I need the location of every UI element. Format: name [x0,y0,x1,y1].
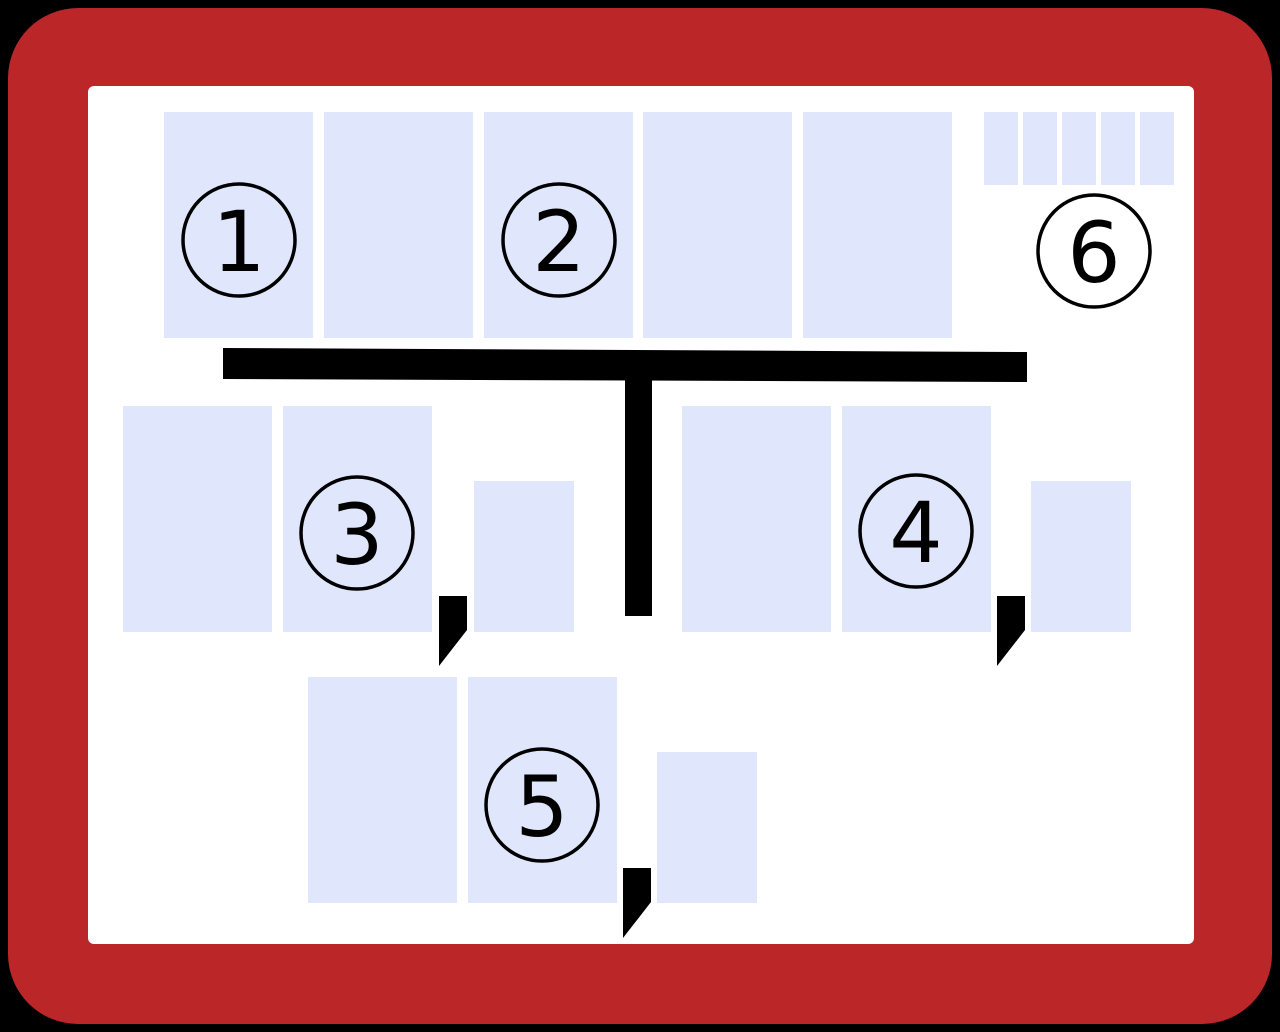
circled-number-1: 1 [181,182,297,298]
cell [682,406,831,632]
small-cell [1062,112,1096,185]
cell [324,112,473,338]
cell [164,112,313,338]
small-cell [1140,112,1174,185]
cell [468,677,617,903]
small-cell [1023,112,1057,185]
number-circle [858,473,974,589]
number-circle [181,182,297,298]
short-cell [657,752,757,903]
small-cell [1101,112,1135,185]
circled-number-6: 6 [1036,193,1152,309]
t-bar [223,348,1027,616]
number-circle [501,182,617,298]
number-circle [299,475,415,591]
cell [803,112,952,338]
number-circle [484,747,600,863]
short-cell [474,481,574,632]
t-bar-horizontal [223,348,1027,382]
comma-mark [997,596,1025,666]
number-circle [1036,193,1152,309]
short-cell [1031,481,1131,632]
number-label: 3 [330,486,383,584]
circled-number-2: 2 [501,182,617,298]
circled-number-3: 3 [299,475,415,591]
cell [842,406,991,632]
middle-left-group [123,406,574,632]
number-label: 4 [889,484,942,582]
cell [308,677,457,903]
number-label: 1 [212,193,265,291]
cell [484,112,633,338]
number-label: 6 [1067,204,1120,302]
t-bar-vertical [625,366,652,616]
circled-number-5: 5 [484,747,600,863]
middle-right-group [682,406,1131,632]
small-cells [984,112,1174,185]
cell [283,406,432,632]
top-row [164,112,952,338]
cell [643,112,792,338]
comma-marks [439,596,1025,938]
bottom-group [308,677,757,903]
circled-number-4: 4 [858,473,974,589]
comma-mark [439,596,467,666]
cell [123,406,272,632]
number-label: 5 [515,758,568,856]
number-label: 2 [532,193,585,291]
small-cell [984,112,1018,185]
comma-mark [623,868,651,938]
